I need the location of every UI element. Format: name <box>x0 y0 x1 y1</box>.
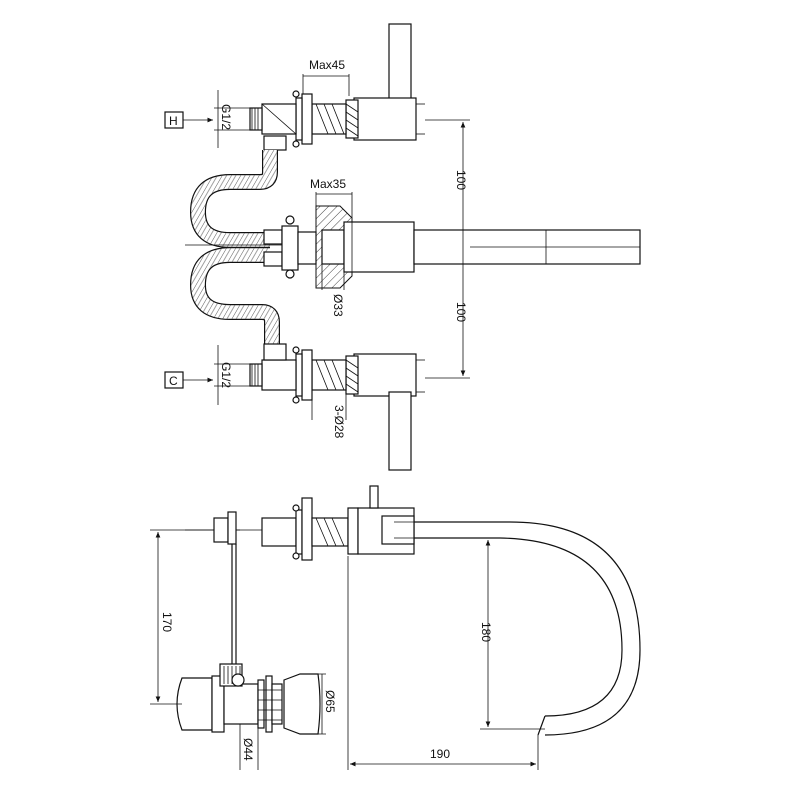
dia33-label: Ø33 <box>331 294 345 317</box>
hot-valve-body <box>249 90 359 151</box>
cold-inlet: G1/2 C <box>164 345 250 405</box>
dim-180: 180 <box>479 540 545 730</box>
dim-170: 170 <box>150 529 214 705</box>
dim-170-label: 170 <box>160 612 174 632</box>
dia65-label: Ø65 <box>323 690 337 713</box>
cold-label: C <box>169 374 178 388</box>
dia44-label: Ø44 <box>241 738 255 761</box>
holes-dimension: 3-Ø28 <box>311 390 347 439</box>
dim-190: 190 <box>347 556 539 770</box>
side-view <box>176 485 641 736</box>
max45-label: Max45 <box>309 58 345 72</box>
holes-label: 3-Ø28 <box>332 405 346 439</box>
max45-dimension: Max45 <box>302 58 350 96</box>
cold-valve-body <box>249 343 359 404</box>
max35-label: Max35 <box>310 177 346 191</box>
dim-100-upper-label: 100 <box>454 170 468 190</box>
thread-hot-label: G1/2 <box>219 104 233 130</box>
hot-handle <box>353 23 425 141</box>
spacing-dimension: 100 100 <box>425 119 640 379</box>
cold-handle <box>353 353 425 471</box>
thread-cold-label: G1/2 <box>219 362 233 388</box>
dia44-dimension: Ø44 <box>239 724 259 770</box>
hot-inlet: G1/2 H <box>164 90 250 148</box>
hot-hose <box>189 150 278 248</box>
dim-100-lower-label: 100 <box>454 302 468 322</box>
dia65-dimension: Ø65 <box>300 673 337 735</box>
hot-label: H <box>169 114 178 128</box>
dia33-dimension: Ø33 <box>321 264 345 317</box>
cold-hose <box>189 247 280 345</box>
max35-dimension: Max35 <box>310 177 353 218</box>
dim-180-label: 180 <box>479 622 493 642</box>
dim-190-label: 190 <box>430 747 450 761</box>
